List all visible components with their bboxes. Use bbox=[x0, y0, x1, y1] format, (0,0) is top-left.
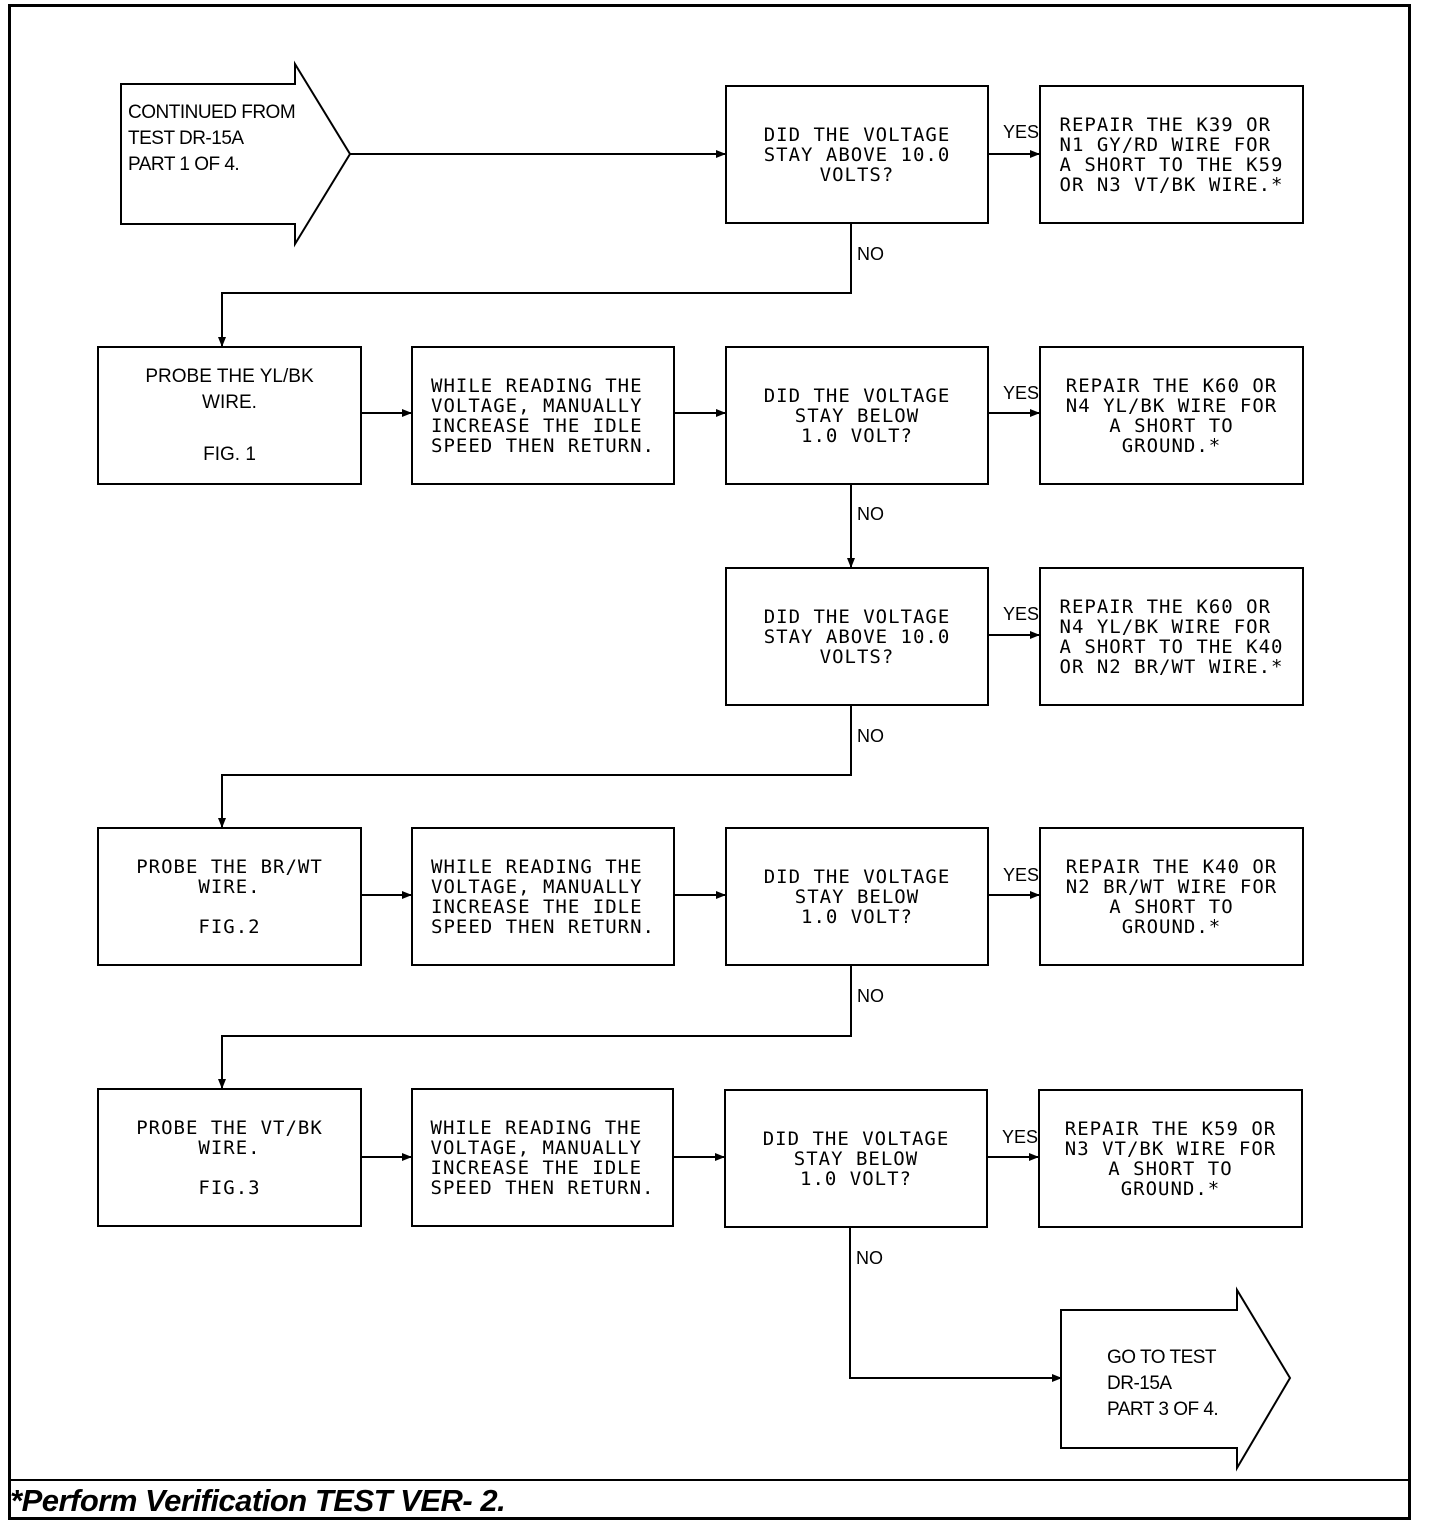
repair-text: REPAIR THE K40 OR N2 BR/WT WIRE FOR A SH… bbox=[1065, 855, 1278, 938]
probe-text: PROBE THE BR/WT WIRE. bbox=[136, 855, 323, 898]
repair-box-row3: REPAIR THE K60 OR N4 YL/BK WIRE FOR A SH… bbox=[1039, 567, 1304, 706]
repair-box-row4: REPAIR THE K40 OR N2 BR/WT WIRE FOR A SH… bbox=[1039, 827, 1304, 966]
decision-text: DID THE VOLTAGE STAY BELOW 1.0 VOLT? bbox=[763, 865, 951, 928]
decision-text: DID THE VOLTAGE STAY ABOVE 10.0 VOLTS? bbox=[763, 605, 951, 668]
start-connector-text: CONTINUED FROM TEST DR-15A PART 1 OF 4. bbox=[128, 102, 296, 175]
repair-box-row2: REPAIR THE K60 OR N4 YL/BK WIRE FOR A SH… bbox=[1039, 346, 1304, 485]
start-arrow-shape bbox=[120, 60, 352, 248]
end-arrow-shape bbox=[1060, 1286, 1292, 1472]
probe-box-row4: PROBE THE BR/WT WIRE. FIG.2 bbox=[97, 827, 362, 966]
no-label: NO bbox=[857, 726, 884, 746]
decision-box-row1: DID THE VOLTAGE STAY ABOVE 10.0 VOLTS? bbox=[725, 85, 989, 224]
probe-box-row2: PROBE THE YL/BK WIRE. FIG. 1 bbox=[97, 346, 362, 485]
repair-box-row1: REPAIR THE K39 OR N1 GY/RD WIRE FOR A SH… bbox=[1039, 85, 1304, 224]
no-label: NO bbox=[857, 986, 884, 1006]
decision-text: DID THE VOLTAGE STAY ABOVE 10.0 VOLTS? bbox=[763, 123, 951, 186]
decision-text: DID THE VOLTAGE STAY BELOW 1.0 VOLT? bbox=[763, 384, 951, 447]
decision-text: DID THE VOLTAGE STAY BELOW 1.0 VOLT? bbox=[762, 1127, 950, 1190]
yes-label: YES bbox=[1003, 604, 1040, 624]
action-box-row4: WHILE READING THE VOLTAGE, MANUALLY INCR… bbox=[411, 827, 675, 966]
figure-ref: FIG.3 bbox=[198, 1176, 261, 1199]
probe-box-row5: PROBE THE VT/BK WIRE. FIG.3 bbox=[97, 1088, 362, 1227]
action-text: WHILE READING THE VOLTAGE, MANUALLY INCR… bbox=[431, 374, 655, 457]
repair-text: REPAIR THE K60 OR N4 YL/BK WIRE FOR A SH… bbox=[1065, 374, 1278, 457]
action-text: WHILE READING THE VOLTAGE, MANUALLY INCR… bbox=[430, 1116, 655, 1199]
yes-label: YES bbox=[1003, 865, 1040, 885]
yes-label: YES bbox=[1002, 1127, 1039, 1147]
probe-text: PROBE THE YL/BK WIRE. bbox=[145, 365, 314, 413]
figure-ref: FIG.2 bbox=[198, 915, 261, 938]
footer-note: *Perform Verification TEST VER- 2. bbox=[10, 1483, 506, 1518]
no-label: NO bbox=[856, 1248, 883, 1268]
repair-text: REPAIR THE K59 OR N3 VT/BK WIRE FOR A SH… bbox=[1064, 1117, 1277, 1200]
action-text: WHILE READING THE VOLTAGE, MANUALLY INCR… bbox=[431, 855, 655, 938]
repair-text: REPAIR THE K39 OR N1 GY/RD WIRE FOR A SH… bbox=[1059, 113, 1284, 196]
end-connector-text: GO TO TEST DR-15A PART 3 OF 4. bbox=[1107, 1347, 1219, 1420]
yes-label: YES bbox=[1003, 383, 1040, 403]
action-box-row5: WHILE READING THE VOLTAGE, MANUALLY INCR… bbox=[411, 1088, 674, 1227]
probe-text: PROBE THE VT/BK WIRE. bbox=[136, 1116, 323, 1159]
figure-ref: FIG. 1 bbox=[203, 443, 256, 465]
decision-box-row5: DID THE VOLTAGE STAY BELOW 1.0 VOLT? bbox=[724, 1089, 988, 1228]
no-label: NO bbox=[857, 504, 884, 524]
decision-box-row2: DID THE VOLTAGE STAY BELOW 1.0 VOLT? bbox=[725, 346, 989, 485]
decision-box-row4: DID THE VOLTAGE STAY BELOW 1.0 VOLT? bbox=[725, 827, 989, 966]
repair-box-row5: REPAIR THE K59 OR N3 VT/BK WIRE FOR A SH… bbox=[1038, 1089, 1303, 1228]
footer-divider bbox=[8, 1479, 1411, 1481]
action-box-row2: WHILE READING THE VOLTAGE, MANUALLY INCR… bbox=[411, 346, 675, 485]
yes-label: YES bbox=[1003, 122, 1040, 142]
no-label: NO bbox=[857, 244, 884, 264]
decision-box-row3: DID THE VOLTAGE STAY ABOVE 10.0 VOLTS? bbox=[725, 567, 989, 706]
page-frame bbox=[8, 4, 1411, 1520]
repair-text: REPAIR THE K60 OR N4 YL/BK WIRE FOR A SH… bbox=[1059, 595, 1284, 678]
